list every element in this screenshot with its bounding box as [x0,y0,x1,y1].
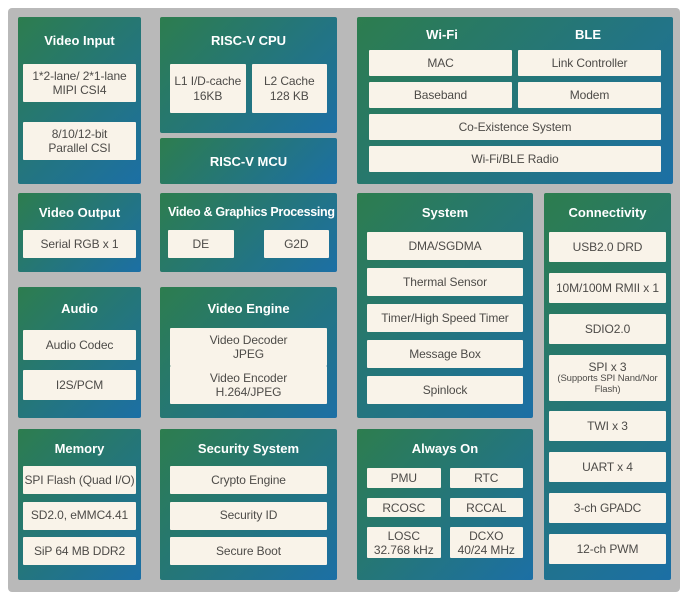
diagram-box: TWI x 3 [549,411,666,442]
block-title: Security System [197,441,300,456]
block-video-input: Video Input 1*2-lane/ 2*1-lane MIPI CSI4… [18,17,141,184]
diagram-box: Link Controller [518,50,661,76]
block-video-output: Video Output Serial RGB x 1 [18,193,141,272]
diagram-box: SD2.0, eMMC4.41 [23,501,136,530]
diagram-box: DE [168,230,234,258]
diagram-box: RTC [449,468,523,488]
diagram-box: Spinlock [367,376,523,404]
diagram-box: L1 I/D-cache 16KB [170,64,246,113]
block-memory: Memory SPI Flash (Quad I/O) SD2.0, eMMC4… [18,429,141,580]
block-title: Video & Graphics Processing [168,205,335,219]
block-video-engine: Video Engine Video Decoder JPEG Video En… [160,287,337,418]
diagram-box: Co-Existence System [369,114,661,140]
block-title: Video Engine [207,301,290,316]
block-connectivity: Connectivity USB2.0 DRD 10M/100M RMII x … [544,193,671,580]
block-title: Audio [61,301,98,316]
block-title: Video Input [44,33,115,48]
diagram-box: 3-ch GPADC [549,493,666,524]
block-video-graphics-processing: Video & Graphics Processing DE G2D [160,193,337,272]
box-label: SPI x 3 [588,359,627,374]
diagram-box: USB2.0 DRD [549,232,666,262]
block-system: System DMA/SGDMA Thermal Sensor Timer/Hi… [357,193,533,418]
diagram-box: 12-ch PWM [549,533,666,564]
diagram-box: UART x 4 [549,452,666,483]
block-audio: Audio Audio Codec I2S/PCM [18,287,141,418]
block-security-system: Security System Crypto Engine Security I… [160,429,337,580]
diagram-box: LOSC 32.768 kHz [367,527,441,559]
block-title: Always On [411,441,479,456]
diagram-box: Audio Codec [23,330,136,360]
block-title: Connectivity [568,205,647,220]
block-title: Video Output [38,205,121,220]
block-title: Memory [54,441,105,456]
diagram-box: Baseband [369,82,512,108]
block-title: RISC-V MCU [209,153,288,169]
diagram-box: SiP 64 MB DDR2 [23,537,136,565]
block-title: RISC-V CPU [210,33,287,48]
diagram-box: I2S/PCM [23,370,136,400]
diagram-box: SPI Flash (Quad I/O) [23,466,136,494]
diagram-box: SDIO2.0 [549,313,666,344]
box-sublabel: (Supports SPI Nand/Nor Flash) [557,372,658,395]
block-riscv-cpu: RISC-V CPU L1 I/D-cache 16KB L2 Cache 12… [160,17,337,133]
diagram-box-spi: SPI x 3 (Supports SPI Nand/Nor Flash) [549,354,666,401]
diagram-box: Modem [518,82,661,108]
diagram-box: Video Decoder JPEG [170,328,327,366]
diagram-box: MAC [369,50,512,76]
diagram-box: G2D [263,230,329,258]
block-title-ble: BLE [575,27,601,42]
diagram-box: L2 Cache 128 KB [251,64,327,113]
diagram-box: 8/10/12-bit Parallel CSI [23,122,136,160]
diagram-box: PMU [367,468,441,488]
diagram-box: RCOSC [367,497,441,518]
diagram-box: Serial RGB x 1 [23,230,136,258]
diagram-box: DMA/SGDMA [367,232,523,260]
block-riscv-mcu: RISC-V MCU [160,138,337,184]
block-title: System [421,205,469,220]
diagram-box: 10M/100M RMII x 1 [549,272,666,303]
diagram-box: DCXO 40/24 MHz [449,527,523,559]
diagram-box: Wi-Fi/BLE Radio [369,146,661,172]
block-title-wifi: Wi-Fi [426,27,458,42]
diagram-box: 1*2-lane/ 2*1-lane MIPI CSI4 [23,64,136,102]
diagram-box: Thermal Sensor [367,268,523,296]
diagram-box: RCCAL [449,497,523,518]
diagram-box: Crypto Engine [170,466,327,494]
diagram-box: Security ID [170,501,327,530]
block-wifi-ble: Wi-Fi BLE MAC Link Controller Baseband M… [357,17,673,184]
block-always-on: Always On PMU RTC RCOSC RCCAL LOSC 32.76… [357,429,533,580]
diagram-box: Video Encoder H.264/JPEG [170,366,327,404]
diagram-box: Secure Boot [170,537,327,565]
diagram-box: Timer/High Speed Timer [367,304,523,332]
diagram-box: Message Box [367,340,523,368]
